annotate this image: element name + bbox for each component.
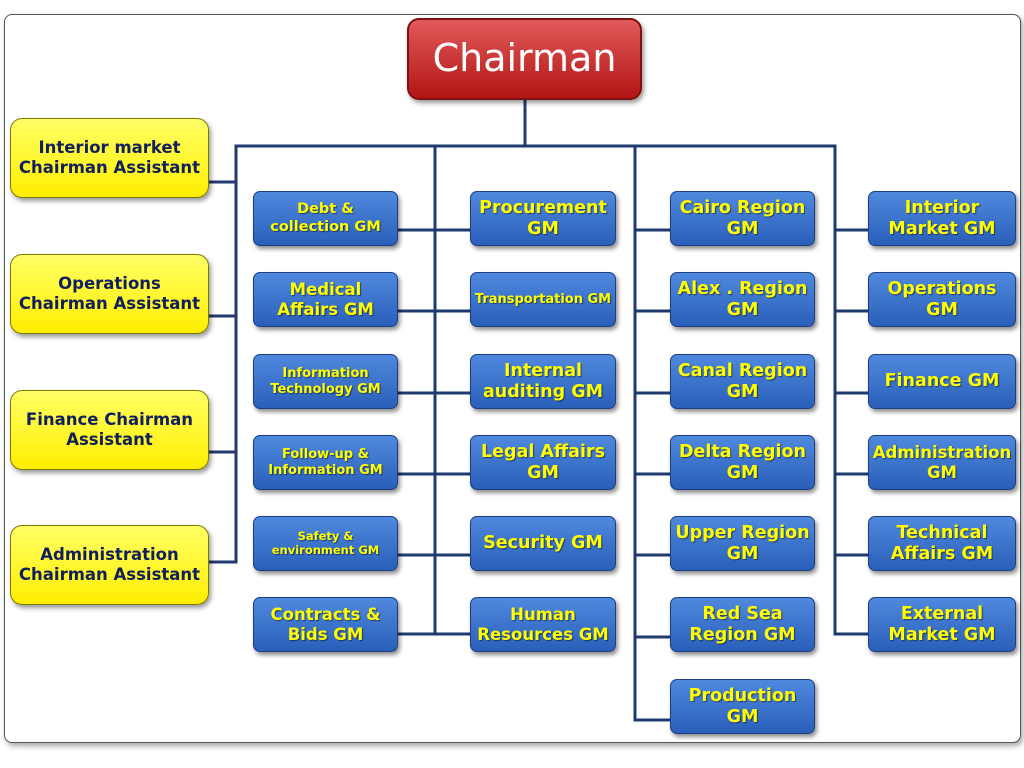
assistant-interior-market: Interior market Chairman Assistant [10,118,209,198]
gm-delta-region: Delta Region GM [670,435,815,490]
gm-information-technology: Information Technology GM [253,354,398,409]
gm-canal-region: Canal Region GM [670,354,815,409]
gm-internal-auditing: Internal auditing GM [470,354,616,409]
gm-red-sea-region: Red Sea Region GM [670,597,815,652]
gm-cairo-region: Cairo Region GM [670,191,815,246]
gm-medical-affairs: Medical Affairs GM [253,272,398,327]
gm-operations: Operations GM [868,272,1016,327]
assistant-finance: Finance Chairman Assistant [10,390,209,470]
gm-transportation: Transportation GM [470,272,616,327]
chairman-box: Chairman [407,18,642,100]
gm-interior-market: Interior Market GM [868,191,1016,246]
gm-contracts-bids: Contracts & Bids GM [253,597,398,652]
gm-safety-environment: Safety & environment GM [253,516,398,571]
assistant-operations: Operations Chairman Assistant [10,254,209,334]
gm-finance: Finance GM [868,354,1016,409]
gm-production: Production GM [670,679,815,734]
gm-external-market: External Market GM [868,597,1016,652]
gm-security: Security GM [470,516,616,571]
gm-human-resources: Human Resources GM [470,597,616,652]
assistant-administration: Administration Chairman Assistant [10,525,209,605]
gm-debt-collection: Debt & collection GM [253,191,398,246]
gm-administration: Administration GM [868,435,1016,490]
gm-technical-affairs: Technical Affairs GM [868,516,1016,571]
gm-alex-region: Alex . Region GM [670,272,815,327]
gm-procurement: Procurement GM [470,191,616,246]
gm-legal-affairs: Legal Affairs GM [470,435,616,490]
gm-follow-up-information: Follow-up & Information GM [253,435,398,490]
gm-upper-region: Upper Region GM [670,516,815,571]
